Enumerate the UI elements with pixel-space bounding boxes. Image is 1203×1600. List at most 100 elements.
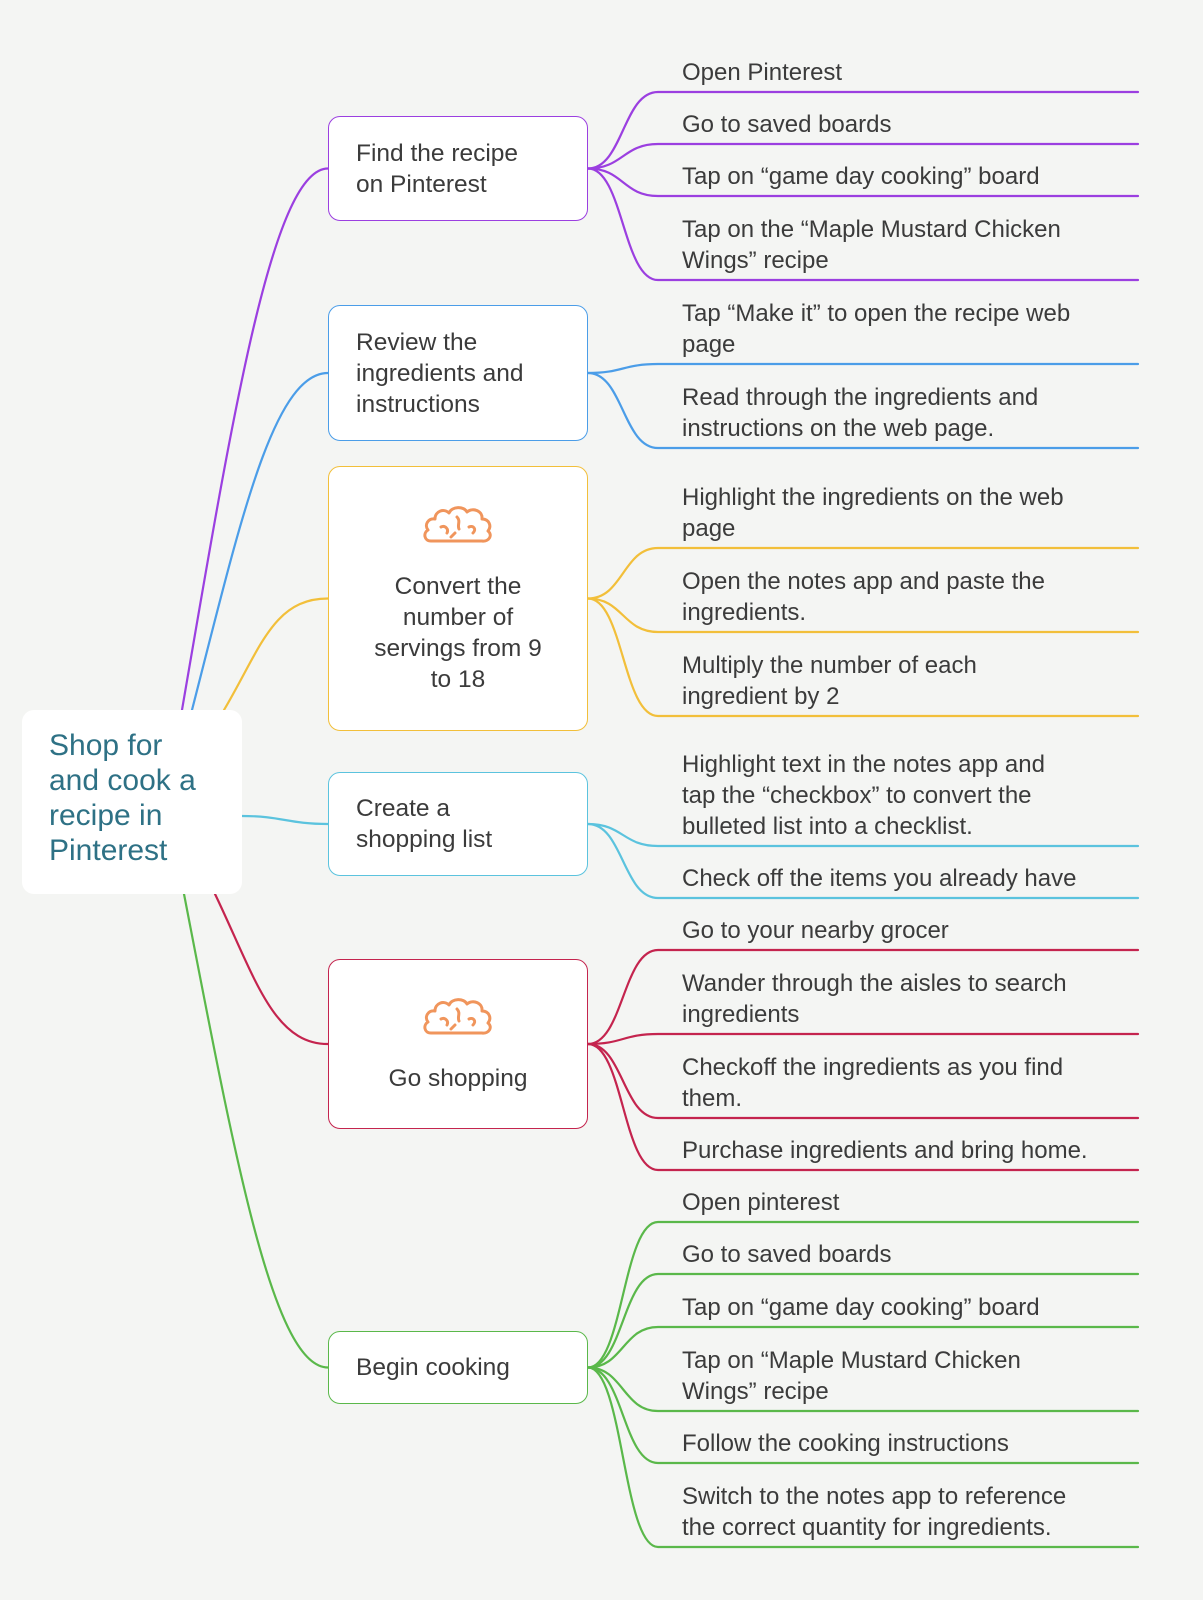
topic-6[interactable]: Begin cooking [328,1331,588,1404]
leaf-connector [586,597,1140,634]
root-topic[interactable]: Shop for and cook a recipe in Pinterest [22,710,242,894]
topic-label-line: Convert the [394,572,522,600]
leaf-label-line: page [682,515,736,542]
leaf-connector [586,948,1140,1046]
leaf-label-line: Purchase ingredients and bring home. [682,1137,1088,1164]
leaf-label-line: Multiply the number of each [682,652,977,679]
leaf-connector [586,597,1140,718]
brain-icon [423,997,492,1035]
leaf-connector [586,546,1140,600]
leaf-connector [586,167,1140,282]
topic-1[interactable]: Find the recipe on Pinterest [328,116,588,221]
leaf-item[interactable]: Go to saved boards [682,1239,1152,1270]
topic-label-line: number of [402,603,514,631]
leaf-connector [586,371,1140,450]
leaf-label-line: Go to saved boards [682,1241,892,1268]
leaf-label-line: Go to saved boards [682,111,892,138]
topic-label-line: Find the recipe [356,139,519,167]
leaf-connector [586,362,1140,375]
leaf-label-line: Highlight the ingredients on the web [682,484,1064,511]
root-connector [213,892,330,1046]
leaf-item[interactable]: Open the notes app and paste the ingredie… [682,566,1152,628]
brain-icon [423,505,492,543]
leaf-label-line: Open the notes app and paste the [682,568,1045,595]
leaf-label-line: Tap on “Maple Mustard Chicken [682,1347,1021,1374]
leaf-label-line: Switch to the notes app to reference [682,1483,1067,1510]
root-connector [240,814,330,826]
leaf-connector [586,1032,1140,1046]
leaf-label-line: Open Pinterest [682,59,843,86]
leaf-connector [586,90,1140,170]
leaf-label-line: Tap on “game day cooking” board [682,1294,1040,1321]
root-topic-line: recipe in [49,799,163,832]
leaf-item[interactable]: Check off the items you already have [682,863,1152,894]
leaf-item[interactable]: Highlight the ingredients on the web page [682,482,1152,544]
leaf-label-line: Wings” recipe [682,247,829,274]
leaf-item[interactable]: Multiply the number of each ingredient by… [682,650,1152,712]
topic-label-line: Review the [356,328,478,356]
leaf-label-line: Open pinterest [682,1189,840,1216]
root-topic-line: Shop for [49,729,163,762]
leaf-connector [586,1366,1140,1549]
leaf-connector [586,1325,1140,1369]
topic-label-line: Begin cooking [356,1354,510,1381]
leaf-connector [586,822,1140,848]
leaf-item[interactable]: Open Pinterest [682,57,1152,88]
leaf-connector [586,822,1140,900]
topic-2[interactable]: Review the ingredients and instructions [328,305,588,441]
leaf-item[interactable]: Open pinterest [682,1187,1152,1218]
leaf-item[interactable]: Tap “Make it” to open the recipe web page [682,298,1152,360]
leaf-item[interactable]: Read through the ingredients and instruct… [682,382,1152,444]
leaf-item[interactable]: Follow the cooking instructions [682,1428,1152,1459]
leaf-item[interactable]: Highlight text in the notes app and tap t… [682,749,1152,842]
topic-4[interactable]: Create a shopping list [328,772,588,876]
leaf-label-line: instructions on the web page. [682,415,995,442]
topic-label-line: Go shopping [388,1064,528,1092]
root-connector [190,371,330,712]
leaf-connector [586,142,1140,170]
leaf-label-line: the correct quantity for ingredients. [682,1514,1052,1541]
leaf-item[interactable]: Go to saved boards [682,109,1152,140]
root-topic-line: and cook a [49,764,196,797]
leaf-connector [586,167,1140,198]
root-connector [182,892,330,1369]
leaf-label-line: ingredient by 2 [682,683,840,710]
leaf-label-line: Tap on “game day cooking” board [682,163,1040,190]
leaf-connector [586,1042,1140,1172]
leaf-item[interactable]: Purchase ingredients and bring home. [682,1135,1152,1166]
leaf-label-line: Go to your nearby grocer [682,917,949,944]
topic-label-line: Create a [356,795,450,822]
root-connector [180,167,330,712]
leaf-label-line: bulleted list into a checklist. [682,813,973,840]
leaf-connector [586,1042,1140,1120]
topic-label-line: shopping list [356,826,493,853]
topic-label-line: ingredients and [356,359,524,387]
leaf-item[interactable]: Tap on “game day cooking” board [682,1292,1152,1323]
leaf-label-line: Highlight text in the notes app and [682,751,1045,778]
root-connector [222,597,330,712]
leaf-label-line: tap the “checkbox” to convert the [682,782,1032,809]
leaf-label-line: ingredients [682,1001,800,1028]
leaf-label-line: Check off the items you already have [682,865,1077,892]
leaf-label-line: Tap “Make it” to open the recipe web [682,300,1071,327]
leaf-item[interactable]: Wander through the aisles to search ingre… [682,968,1152,1030]
leaf-label-line: page [682,331,736,358]
topic-label-line: instructions [356,390,480,418]
leaf-item[interactable]: Switch to the notes app to reference the … [682,1481,1152,1543]
leaf-connector [586,1366,1140,1465]
leaf-label-line: ingredients. [682,599,807,626]
topic-5[interactable]: Go shopping [328,959,588,1129]
topic-label-line: on Pinterest [356,170,487,198]
leaf-label-line: Wander through the aisles to search [682,970,1067,997]
leaf-item[interactable]: Go to your nearby grocer [682,915,1152,946]
leaf-label-line: Read through the ingredients and [682,384,1039,411]
leaf-label-line: Follow the cooking instructions [682,1430,1009,1457]
leaf-connector [586,1272,1140,1369]
leaf-item[interactable]: Tap on “game day cooking” board [682,161,1152,192]
